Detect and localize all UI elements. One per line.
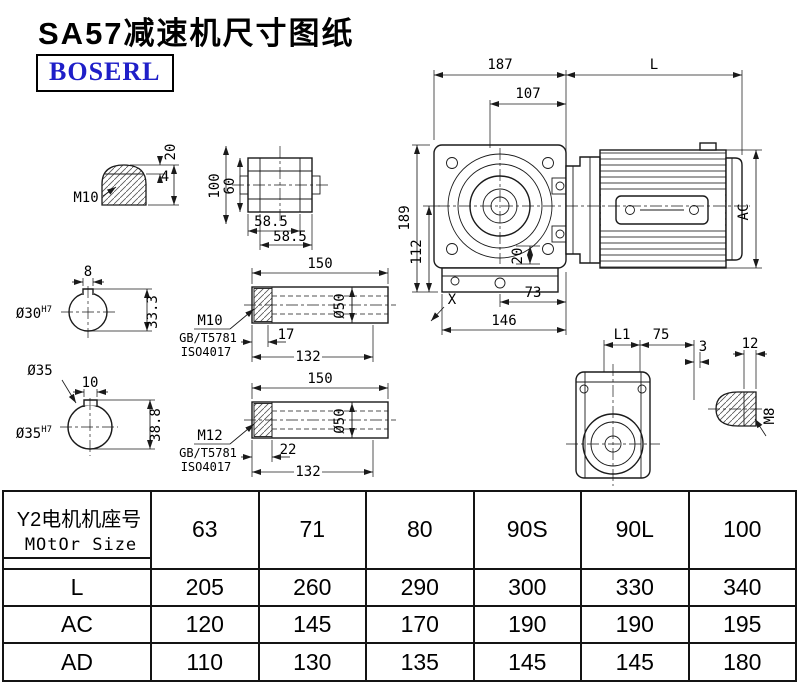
shaft2-std2-label: ISO4017 bbox=[181, 460, 232, 474]
shaft1-dia-50-label: Ø50 bbox=[332, 293, 348, 318]
dim-58-5-a-label: 58.5 bbox=[254, 214, 288, 230]
table-cell: 120 bbox=[150, 605, 260, 645]
key-cross-section-detail: 4 20 M10 bbox=[73, 144, 179, 206]
row-label-L: L bbox=[2, 567, 152, 608]
output-shaft-detail-m10: 150 Ø50 M10 GB/T5781 ISO4017 17 132 bbox=[179, 256, 396, 365]
shaft2-thread-label: M12 bbox=[197, 428, 222, 444]
dim-146-label: 146 bbox=[491, 313, 516, 329]
dim-189-label: 189 bbox=[397, 205, 413, 230]
bore-35-dia-label: Ø35H7 bbox=[16, 425, 52, 442]
dim-8-label: 8 bbox=[84, 264, 92, 280]
motor-size-cell-90l: 90L bbox=[580, 490, 690, 570]
table-cell: 145 bbox=[580, 642, 690, 682]
brand-logo-text: BOSERL bbox=[49, 57, 161, 86]
shaft2-len-150-label: 150 bbox=[307, 371, 332, 387]
table-cell: 180 bbox=[687, 642, 797, 682]
hollow-shaft-bore-35-section: 10 Ø35 Ø35H7 38.8 bbox=[16, 363, 164, 456]
shaft1-std2-label: ISO4017 bbox=[181, 345, 232, 359]
hub-top-view: 100 60 58.5 58.5 bbox=[207, 146, 328, 250]
output-shaft-top-view: L1 75 3 bbox=[566, 327, 709, 486]
motor-size-cell-100: 100 bbox=[687, 490, 797, 570]
row-label-AC: AC bbox=[2, 605, 152, 645]
table-cell: 170 bbox=[365, 605, 475, 645]
motor-frame-label-cn: Y2电机机座号 bbox=[16, 508, 142, 531]
thread-M10-label: M10 bbox=[73, 190, 98, 206]
dim-12-label: 12 bbox=[742, 336, 759, 352]
dim-187-label: 187 bbox=[487, 57, 512, 73]
technical-drawing-canvas: 187 L 107 189 112 20 73 146 X bbox=[16, 57, 778, 486]
table-cell: 330 bbox=[580, 567, 690, 608]
dim-L-label: L bbox=[650, 57, 658, 73]
table-row-L: L 205 260 290 300 330 340 bbox=[2, 567, 797, 608]
shaft-end-detail: 12 M8 bbox=[708, 336, 778, 437]
bore-30-dia-label: Ø30H7 bbox=[16, 305, 52, 322]
dim-38-8-label: 38.8 bbox=[148, 408, 164, 442]
shaft1-std1-label: GB/T5781 bbox=[179, 331, 237, 345]
brand-logo-box: BOSERL bbox=[36, 54, 174, 92]
view-x-label: X bbox=[448, 292, 457, 308]
shaft1-dim-17-label: 17 bbox=[278, 327, 295, 343]
dim-20-key-label: 20 bbox=[163, 144, 179, 161]
output-shaft-detail-m12: 150 Ø50 M12 GB/T5781 ISO4017 22 132 bbox=[179, 371, 396, 480]
table-row-AD: AD 110 130 135 145 145 180 bbox=[2, 642, 797, 682]
dim-20-label: 20 bbox=[510, 248, 526, 265]
motor-size-cell-80: 80 bbox=[365, 490, 475, 570]
dim-107-label: 107 bbox=[515, 86, 540, 102]
main-assembly-side-view: 187 L 107 189 112 20 73 146 X bbox=[397, 57, 762, 335]
table-cell: 110 bbox=[150, 642, 260, 682]
shaft1-thread-label: M10 bbox=[197, 313, 222, 329]
table-cell: 190 bbox=[472, 605, 582, 645]
shaft2-dim-22-label: 22 bbox=[280, 442, 297, 458]
row-label-AD: AD bbox=[2, 642, 152, 682]
table-cell: 145 bbox=[257, 605, 367, 645]
table-row-AC: AC 120 145 170 190 190 195 bbox=[2, 605, 797, 645]
motor-size-cell-90s: 90S bbox=[472, 490, 582, 570]
dim-4-label: 4 bbox=[161, 169, 169, 185]
dim-3-label: 3 bbox=[699, 339, 707, 355]
table-cell: 300 bbox=[472, 567, 582, 608]
table-cell: 130 bbox=[257, 642, 367, 682]
motor-size-header-cell: Y2电机机座号 MOtOr Size bbox=[2, 490, 152, 570]
dim-AC-label: AC bbox=[736, 204, 752, 221]
dim-73-label: 73 bbox=[525, 285, 542, 301]
dim-M8-label: M8 bbox=[762, 408, 778, 425]
shaft1-len-150-label: 150 bbox=[307, 256, 332, 272]
table-cell: 205 bbox=[150, 567, 260, 608]
shaft-35-dia-label: Ø35 bbox=[27, 363, 52, 379]
motor-size-cell-71: 71 bbox=[257, 490, 367, 570]
shaft2-std1-label: GB/T5781 bbox=[179, 446, 237, 460]
page-title: SA57减速机尺寸图纸 bbox=[38, 16, 355, 51]
dim-60-label: 60 bbox=[222, 178, 238, 195]
table-cell: 340 bbox=[687, 567, 797, 608]
hollow-shaft-bore-30-section: 8 Ø30H7 33.3 bbox=[16, 264, 161, 338]
dim-75-label: 75 bbox=[653, 327, 670, 343]
table-cell: 195 bbox=[687, 605, 797, 645]
table-cell: 290 bbox=[365, 567, 475, 608]
table-cell: 190 bbox=[580, 605, 690, 645]
motor-frame-label-en: MOtOr Size bbox=[4, 532, 150, 559]
table-cell: 135 bbox=[365, 642, 475, 682]
motor-size-cell-63: 63 bbox=[150, 490, 260, 570]
dim-112-label: 112 bbox=[409, 239, 425, 264]
dim-33-3-label: 33.3 bbox=[145, 295, 161, 329]
shaft2-dia-50-label: Ø50 bbox=[332, 408, 348, 433]
table-row-motor-size: Y2电机机座号 MOtOr Size 63 71 80 90S 90L 100 bbox=[2, 490, 797, 570]
dim-10-label: 10 bbox=[82, 375, 99, 391]
motor-dimension-table: Y2电机机座号 MOtOr Size 63 71 80 90S 90L 100 … bbox=[2, 490, 797, 682]
shaft1-dim-132-label: 132 bbox=[295, 349, 320, 365]
dim-100-label: 100 bbox=[207, 173, 223, 198]
table-cell: 260 bbox=[257, 567, 367, 608]
dim-L1-label: L1 bbox=[614, 327, 631, 343]
shaft2-dim-132-label: 132 bbox=[295, 464, 320, 480]
dim-58-5-b-label: 58.5 bbox=[273, 229, 307, 245]
table-cell: 145 bbox=[472, 642, 582, 682]
